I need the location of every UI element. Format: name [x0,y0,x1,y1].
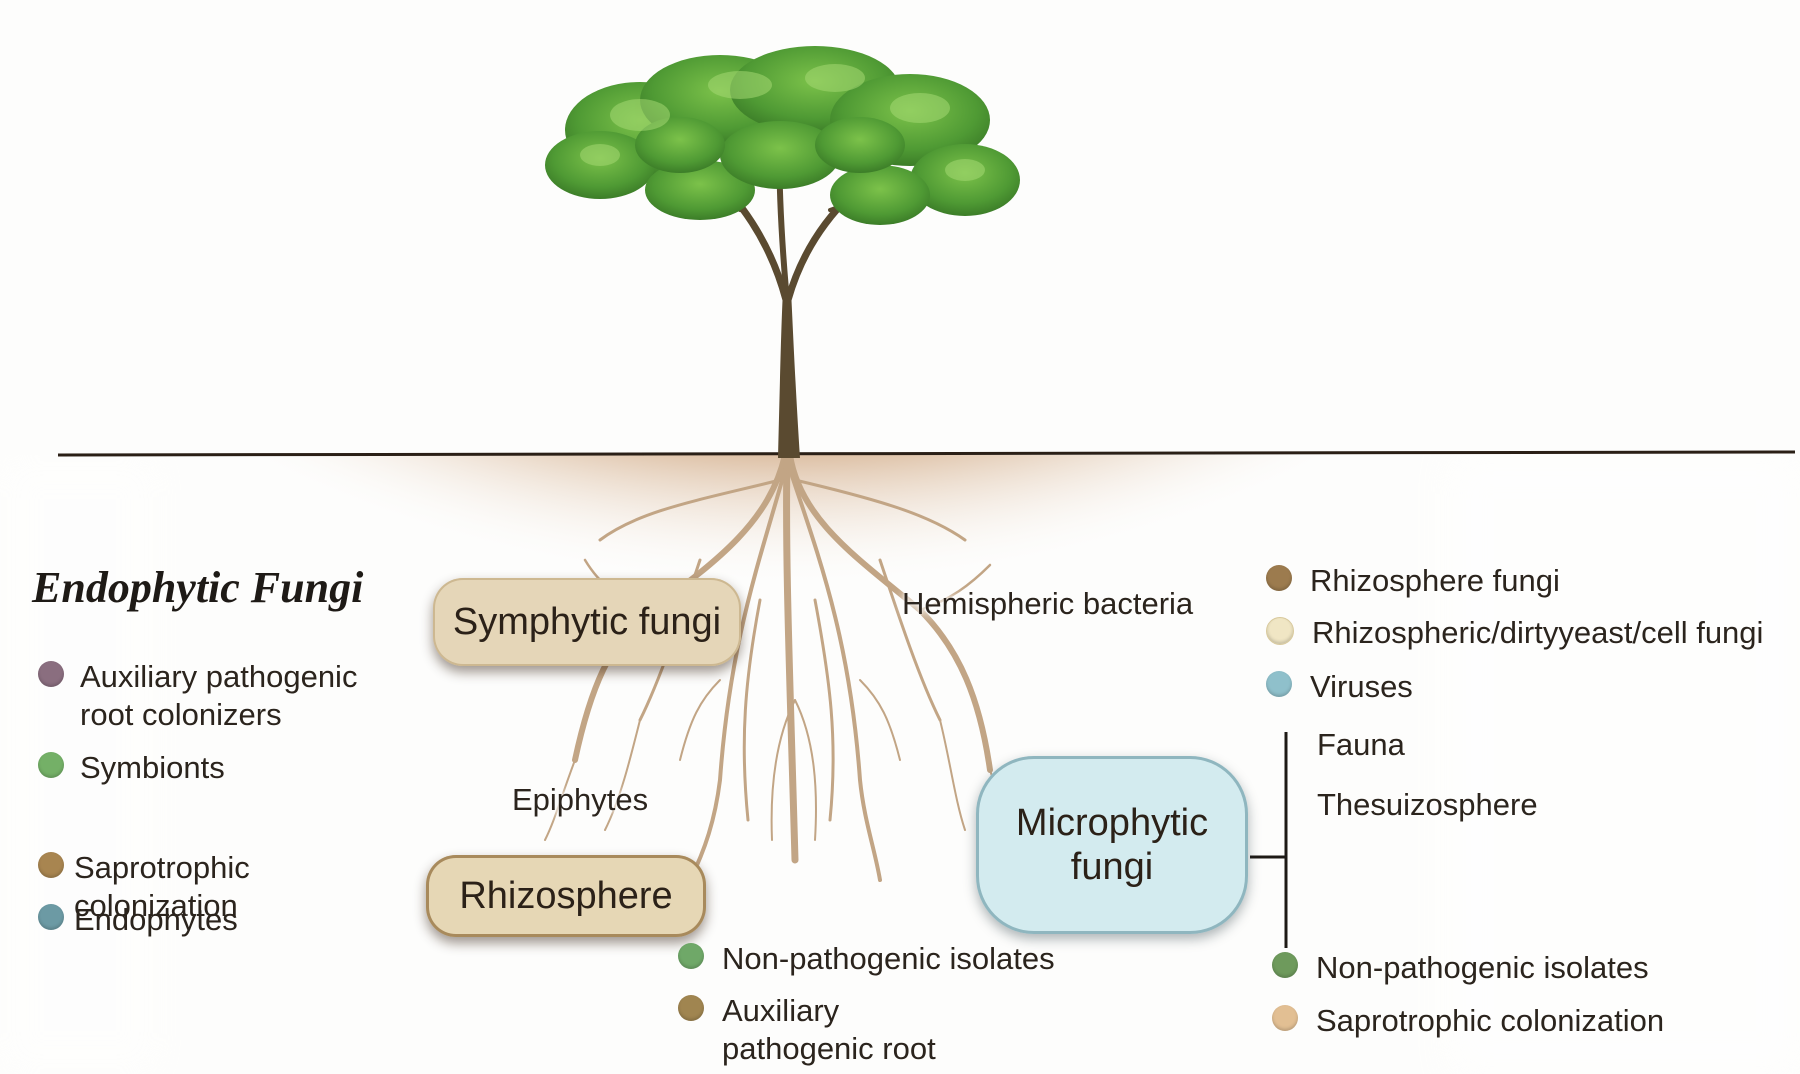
dot-icon [38,852,64,878]
legend-label: Rhizosphere fungi [1310,563,1560,598]
legend-label: Symbionts [80,750,225,785]
legend-item: Auxiliary pathogenic root colonizers [38,658,418,734]
dot-icon [678,943,704,969]
dot-icon [38,661,64,687]
page-title: Endophytic Fungi [32,563,364,612]
legend-item: Endophytes [38,901,418,939]
dot-icon [678,995,704,1021]
legend-item: Rhizospheric/dirtyyeast/cell fungi [1266,614,1786,652]
legend-item: Rhizosphere fungi [1266,562,1786,600]
legend-item: Auxiliary pathogenic root colonizers [678,992,978,1074]
legend-label: Saprotrophic colonization [74,850,250,923]
legend-item: Saprotrophic colonization [38,849,418,925]
dot-icon [1266,671,1292,697]
legend-item: Saprotrophic colonization [1272,1002,1792,1040]
microphytic-fungi-pill: Microphytic fungi [976,756,1248,934]
legend-label: Rhizospheric/dirtyyeast/cell fungi [1312,615,1764,650]
legend-label: Endophytes [74,902,238,937]
dot-icon [1272,1005,1298,1031]
hemispheric-bacteria-label: Hemispheric bacteria [902,586,1194,621]
epiphytes-label: Epiphytes [512,782,649,817]
legend-item: Non-pathogenic isolates [1272,949,1792,987]
rhizosphere-pill: Rhizosphere [426,855,706,937]
dot-icon [38,752,64,778]
legend-label: Auxiliary pathogenic root colonizers [722,993,936,1074]
legend-label: Saprotrophic colonization [1316,1003,1665,1038]
legend-item: Viruses [1266,668,1786,706]
legend-label: Non-pathogenic isolates [722,941,1055,976]
legend-label: Auxiliary pathogenic root colonizers [80,659,358,732]
microphytic-fungi-label: Microphytic fungi [1015,802,1209,888]
legend-label: Viruses [1310,669,1413,704]
ground-line [57,450,1796,457]
legend-label: Non-pathogenic isolates [1316,950,1649,985]
dot-icon [38,904,64,930]
legend-item: Symbionts [38,749,418,787]
dot-icon [1266,617,1294,645]
legend-item: Non-pathogenic isolates [678,940,1098,978]
root-system [544,451,1011,882]
bracket-connector [1250,732,1288,948]
dot-icon [1266,565,1292,591]
symphytic-fungi-pill: Symphytic fungi [433,578,741,666]
thesuizosphere-label: Thesuizosphere [1317,787,1538,822]
fauna-label: Fauna [1317,727,1405,762]
dot-icon [1272,952,1298,978]
